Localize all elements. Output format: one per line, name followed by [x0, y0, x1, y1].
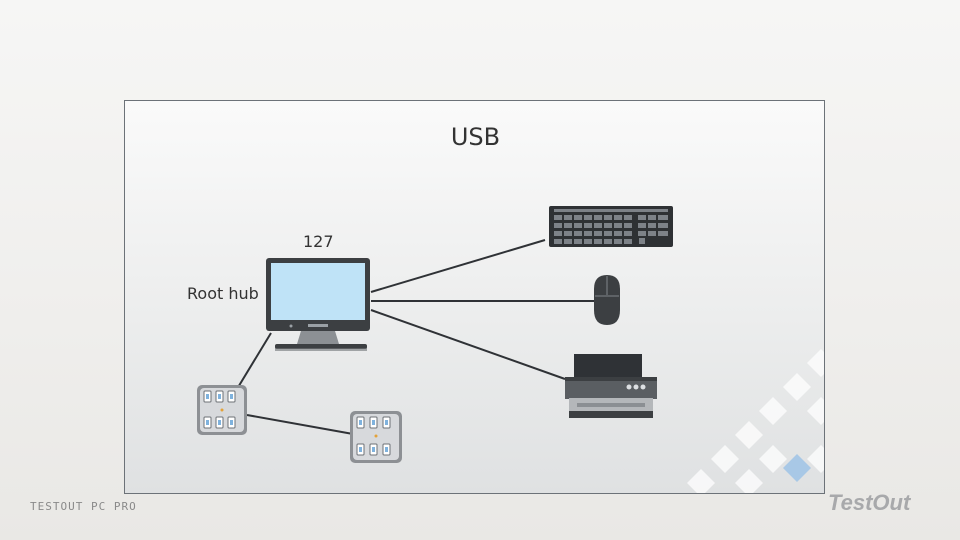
line-to-printer: [370, 309, 566, 380]
line-to-keyboard: [370, 239, 546, 293]
connection-lines: [236, 239, 595, 435]
line-to-hub-1: [236, 332, 272, 390]
course-footer: TESTOUT PC PRO: [30, 500, 137, 513]
slide-frame: USB 127 Root hub: [124, 100, 825, 494]
testout-logo: TestOut: [828, 490, 911, 515]
printer-icon: [565, 354, 657, 418]
usb-hub-icon: [197, 385, 247, 435]
diamond-accent: [783, 454, 811, 482]
root-hub-label: Root hub: [187, 284, 259, 303]
usb-hub-icon: [350, 411, 402, 463]
mouse-icon: [594, 275, 620, 325]
computer-icon: [266, 258, 370, 351]
slide-title: USB: [450, 123, 501, 151]
keyboard-icon: [549, 206, 673, 247]
line-hub-to-hub: [246, 414, 354, 435]
usb-diagram: [197, 206, 824, 493]
diamond-pattern: [687, 349, 824, 493]
device-count-label: 127: [303, 232, 334, 251]
